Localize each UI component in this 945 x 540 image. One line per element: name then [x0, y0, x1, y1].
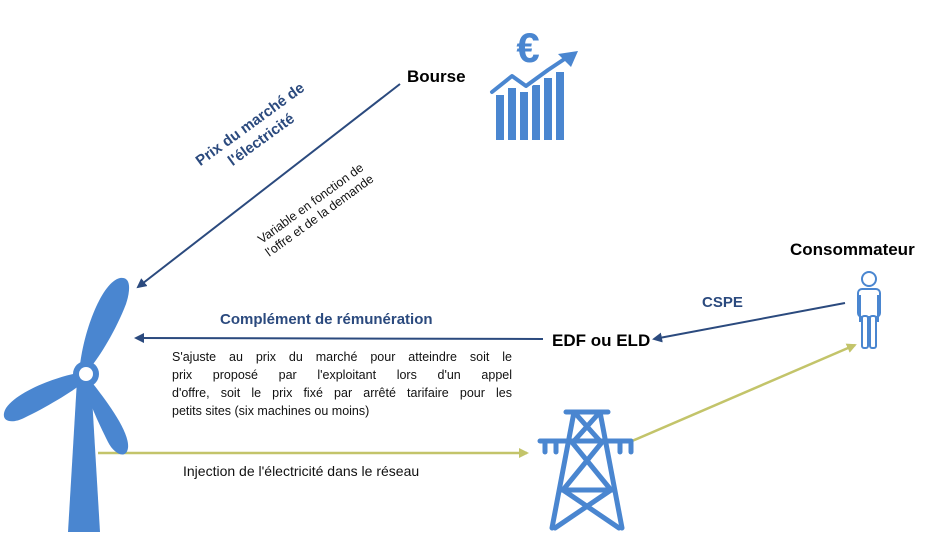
bourse-label: Bourse — [407, 67, 466, 86]
description-line4: petits sites (six machines ou moins) — [172, 404, 370, 418]
arrow-pylon-to-consumer — [631, 343, 857, 443]
arrow-edf-to-turbine — [134, 333, 544, 344]
wind-turbine-icon — [3, 277, 130, 532]
edf-eld-label: EDF ou ELD — [552, 331, 651, 350]
consommateur-label: Consommateur — [790, 240, 915, 259]
svg-text:€: € — [516, 24, 539, 71]
description-line3: d'offre, soit le prix fixé par arrêté ta… — [172, 386, 512, 400]
injection-label: Injection de l'électricité dans le résea… — [183, 463, 420, 479]
power-pylon-icon — [537, 409, 634, 531]
complement-description: S'ajuste au prix du marché pour atteindr… — [172, 348, 512, 420]
arrow-consumer-to-edf — [652, 302, 846, 343]
cspe-label: CSPE — [702, 294, 743, 311]
arrow-bourse-to-turbine — [136, 83, 401, 289]
person-icon — [857, 271, 881, 349]
euro-chart-icon: € — [488, 24, 578, 140]
description-line2: prix proposé par l'exploitant lors d'un … — [172, 368, 512, 382]
description-line1: S'ajuste au prix du marché pour atteindr… — [172, 350, 512, 364]
complement-label: Complément de rémunération — [220, 311, 433, 328]
